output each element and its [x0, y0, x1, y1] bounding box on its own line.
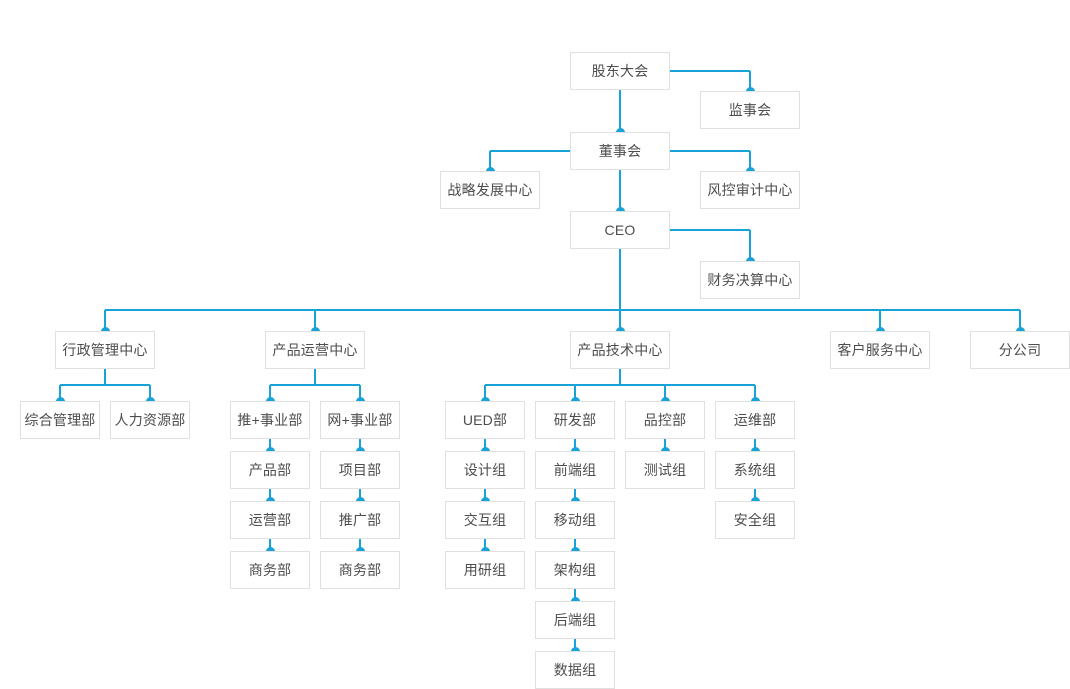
org-node-label: 行政管理中心: [62, 342, 148, 358]
org-node[interactable]: 商务部: [230, 551, 310, 589]
org-node-label: 交互组: [463, 512, 507, 528]
org-node[interactable]: CEO: [570, 211, 670, 249]
org-node[interactable]: 用研组: [445, 551, 525, 589]
org-node[interactable]: 推+事业部: [230, 401, 310, 439]
org-node[interactable]: 系统组: [715, 451, 795, 489]
org-node[interactable]: 监事会: [700, 91, 800, 129]
org-node-label: 产品技术中心: [577, 342, 663, 358]
org-node[interactable]: 项目部: [320, 451, 400, 489]
org-node[interactable]: 交互组: [445, 501, 525, 539]
org-node-label: 风控审计中心: [707, 182, 793, 198]
org-node[interactable]: 客户服务中心: [830, 331, 930, 369]
org-node-label: 商务部: [338, 562, 382, 578]
org-node[interactable]: 测试组: [625, 451, 705, 489]
org-node-label: 后端组: [553, 612, 597, 628]
org-node[interactable]: 数据组: [535, 651, 615, 689]
org-node-label: 用研组: [463, 562, 507, 578]
org-node[interactable]: 商务部: [320, 551, 400, 589]
org-node[interactable]: 安全组: [715, 501, 795, 539]
org-node-label: 综合管理部: [24, 412, 96, 428]
org-node[interactable]: 品控部: [625, 401, 705, 439]
org-node[interactable]: 股东大会: [570, 52, 670, 90]
org-node-label: 品控部: [643, 412, 687, 428]
org-node[interactable]: 前端组: [535, 451, 615, 489]
org-node-label: 数据组: [553, 662, 597, 678]
org-node-label: 董事会: [598, 143, 642, 159]
org-node[interactable]: 推广部: [320, 501, 400, 539]
org-node-label: 项目部: [338, 462, 382, 478]
org-node[interactable]: 设计组: [445, 451, 525, 489]
org-node-label: 系统组: [733, 462, 777, 478]
org-node[interactable]: 产品部: [230, 451, 310, 489]
org-node[interactable]: 分公司: [970, 331, 1070, 369]
org-node-label: 商务部: [248, 562, 292, 578]
org-node-label: 股东大会: [591, 63, 649, 79]
org-node[interactable]: 网+事业部: [320, 401, 400, 439]
org-node-label: CEO: [604, 222, 636, 238]
org-node-label: 战略发展中心: [447, 182, 533, 198]
org-node-label: 人力资源部: [114, 412, 186, 428]
org-node[interactable]: 战略发展中心: [440, 171, 540, 209]
org-node-label: 推广部: [338, 512, 382, 528]
org-node[interactable]: 运维部: [715, 401, 795, 439]
org-node-label: 分公司: [998, 342, 1042, 358]
org-node[interactable]: 人力资源部: [110, 401, 190, 439]
org-node-label: 推+事业部: [237, 412, 303, 428]
org-node[interactable]: 财务决算中心: [700, 261, 800, 299]
org-node[interactable]: 综合管理部: [20, 401, 100, 439]
org-node-label: 架构组: [553, 562, 597, 578]
org-node-label: 测试组: [643, 462, 687, 478]
org-node-label: 财务决算中心: [707, 272, 793, 288]
org-node-label: 产品部: [248, 462, 292, 478]
org-node-label: 研发部: [553, 412, 597, 428]
org-node-label: 运营部: [248, 512, 292, 528]
org-node[interactable]: 行政管理中心: [55, 331, 155, 369]
org-node[interactable]: 产品运营中心: [265, 331, 365, 369]
org-node[interactable]: 运营部: [230, 501, 310, 539]
org-node-label: UED部: [462, 412, 508, 428]
org-node-label: 产品运营中心: [272, 342, 358, 358]
org-node-label: 安全组: [733, 512, 777, 528]
org-node[interactable]: 研发部: [535, 401, 615, 439]
org-node-label: 设计组: [463, 462, 507, 478]
org-node[interactable]: 风控审计中心: [700, 171, 800, 209]
org-node[interactable]: 移动组: [535, 501, 615, 539]
org-node-label: 运维部: [733, 412, 777, 428]
org-node[interactable]: UED部: [445, 401, 525, 439]
org-node[interactable]: 产品技术中心: [570, 331, 670, 369]
org-node[interactable]: 架构组: [535, 551, 615, 589]
org-node[interactable]: 董事会: [570, 132, 670, 170]
org-node-label: 前端组: [553, 462, 597, 478]
org-node-label: 客户服务中心: [837, 342, 923, 358]
org-node-label: 监事会: [728, 102, 772, 118]
org-node-label: 移动组: [553, 512, 597, 528]
org-node[interactable]: 后端组: [535, 601, 615, 639]
org-node-label: 网+事业部: [327, 412, 393, 428]
